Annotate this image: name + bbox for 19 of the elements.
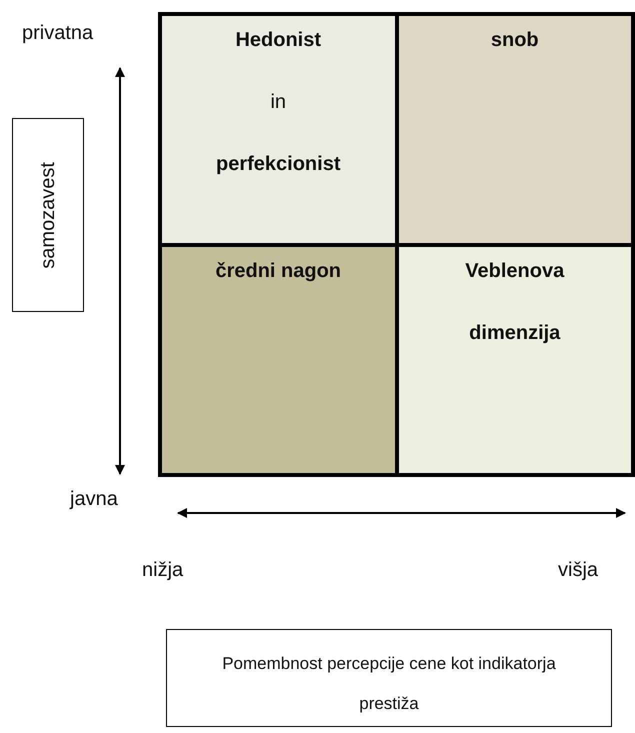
quadrant-label: dimenzija [469, 320, 560, 346]
quadrant-label: snob [490, 28, 539, 53]
quadrant-cell [162, 246, 394, 473]
axis-end-label: višja [558, 558, 598, 583]
axis-title: samozavest [36, 162, 60, 268]
axis-title: Pomembnost percepcije cene kot indikatorja prestiža [221, 653, 557, 715]
quadrant-label: Veblenova [465, 258, 564, 284]
axis-title-box [166, 629, 612, 727]
quadrant-cell [162, 16, 394, 242]
quadrant-label: perfekcionist [216, 152, 340, 177]
axis-end-label: nižja [142, 558, 184, 583]
axis-title-box [12, 118, 84, 312]
quadrant-cell [398, 16, 631, 242]
axis-end-label: javna [70, 487, 118, 512]
axis-end-label: privatna [22, 21, 94, 46]
quadrant-label: čredni nagon [215, 258, 342, 284]
quadrant-label: in [270, 90, 286, 115]
quadrant-label: Hedonist [235, 28, 322, 53]
quadrant-cell [398, 246, 631, 473]
